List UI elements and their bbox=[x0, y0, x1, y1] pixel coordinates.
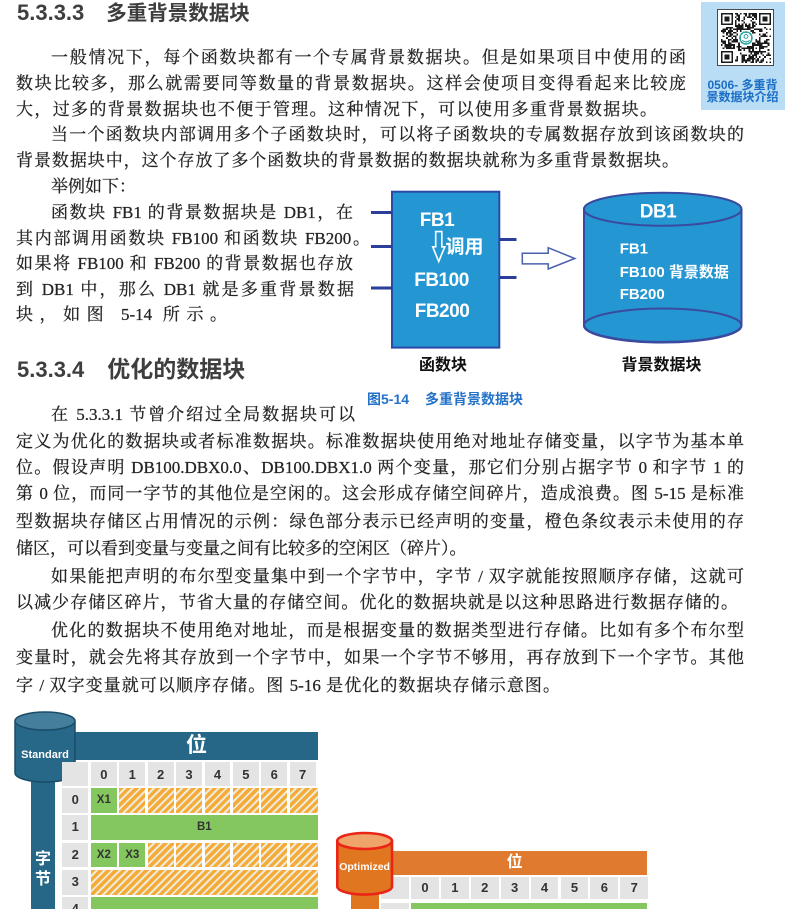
svg-text:FB100 背景数据: FB100 背景数据 bbox=[620, 263, 729, 281]
svg-text:Standard: Standard bbox=[21, 749, 69, 761]
svg-text:FB100: FB100 bbox=[414, 270, 469, 291]
svg-text:调用: 调用 bbox=[446, 236, 484, 258]
svg-text:FB1: FB1 bbox=[420, 210, 455, 231]
svg-text:FB200: FB200 bbox=[620, 286, 665, 303]
svg-text:FB1: FB1 bbox=[620, 241, 648, 258]
svg-text:DB1: DB1 bbox=[640, 202, 677, 223]
svg-text:Optimized: Optimized bbox=[339, 861, 390, 873]
svg-text:FB200: FB200 bbox=[415, 301, 470, 322]
